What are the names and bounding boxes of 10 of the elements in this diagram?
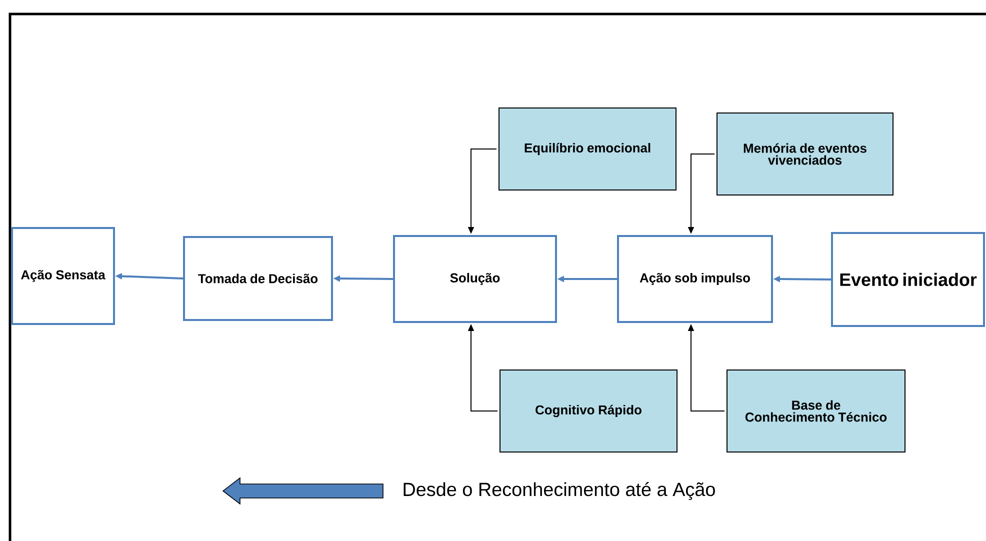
caption: Desde o Reconhecimento até a Ação [404, 482, 715, 500]
input-box: Base de Conhecimento Técnico [726, 369, 906, 452]
process-box: Ação sob impulso [617, 234, 773, 323]
process-box: Evento iniciador [831, 232, 985, 327]
process-box: Tomada de Decisão [183, 236, 333, 321]
input-box: Cognitivo Rápido [500, 369, 678, 452]
input-box: Memória de eventos vivenciados [716, 112, 894, 196]
process-box: Solução [393, 234, 557, 323]
process-box: Ação Sensata [11, 226, 115, 325]
input-box: Equilíbrio emocional [498, 107, 676, 190]
